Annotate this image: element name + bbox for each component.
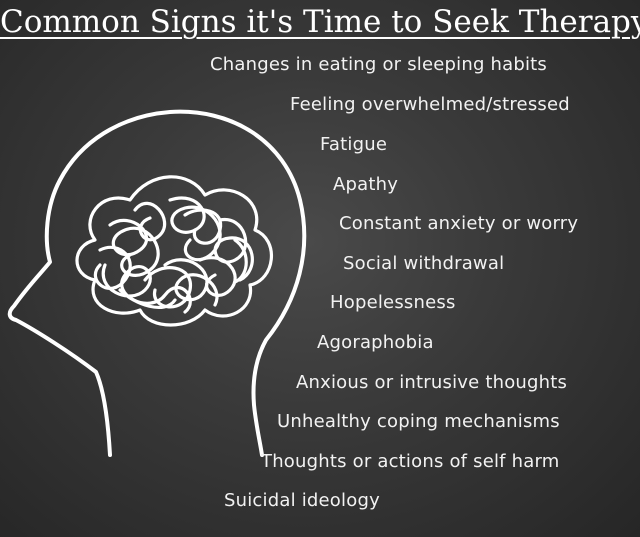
sign-item-6: Social withdrawal	[343, 253, 505, 274]
page-title: Common Signs it's Time to Seek Therapy	[0, 2, 640, 42]
sign-item-11: Thoughts or actions of self harm	[261, 451, 560, 472]
sign-item-12: Suicidal ideology	[224, 490, 380, 511]
sign-item-8: Agoraphobia	[317, 332, 434, 353]
sign-item-1: Changes in eating or sleeping habits	[210, 54, 548, 75]
sign-item-7: Hopelessness	[330, 292, 456, 313]
sign-item-2: Feeling overwhelmed/stressed	[290, 94, 570, 115]
sign-item-10: Unhealthy coping mechanisms	[277, 411, 560, 432]
sign-item-9: Anxious or intrusive thoughts	[296, 372, 568, 393]
sign-item-4: Apathy	[333, 174, 399, 195]
title-text: Common Signs it's Time to Seek Therapy	[0, 4, 640, 40]
head-outline	[7, 109, 307, 457]
tangled-brain-scribble	[75, 175, 273, 327]
sign-item-5: Constant anxiety or worry	[339, 213, 579, 234]
sign-item-3: Fatigue	[320, 134, 388, 155]
head-with-tangled-brain-icon	[7, 109, 307, 457]
